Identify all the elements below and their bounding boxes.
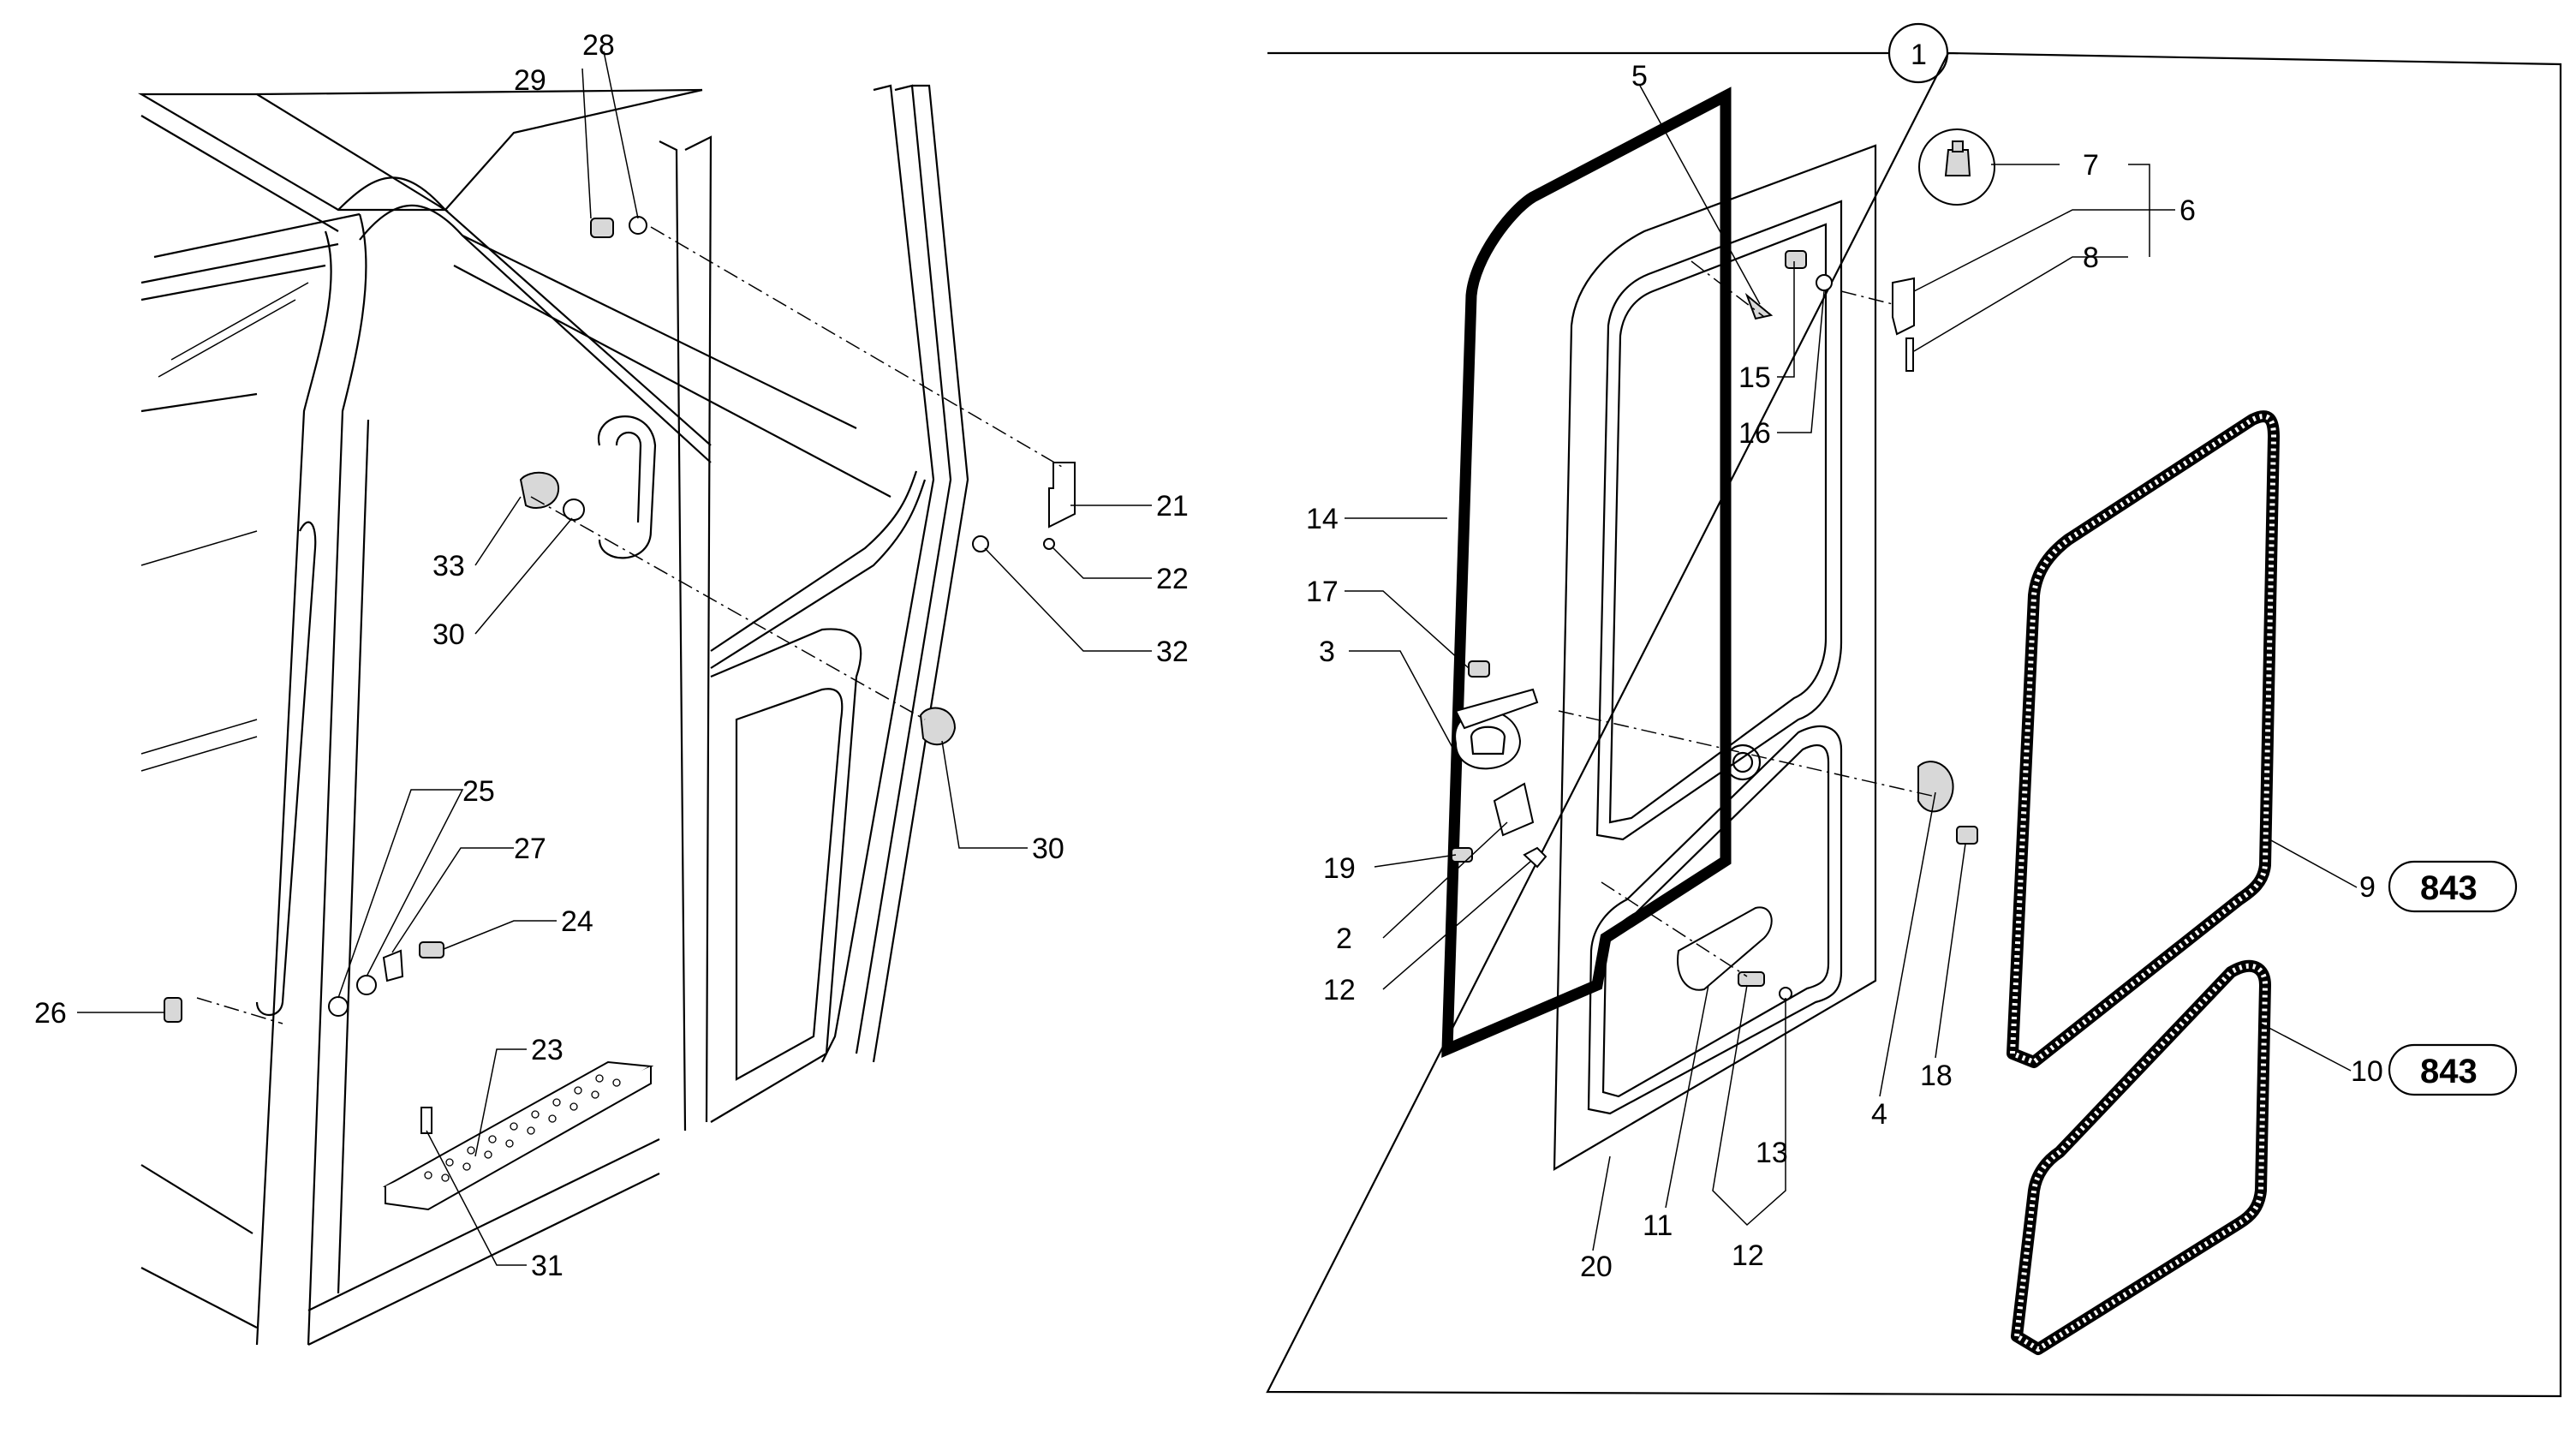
callout-26: 26: [34, 997, 67, 1030]
washer-16: [1816, 274, 1833, 291]
callout-2: 2: [1336, 923, 1352, 955]
screw-31: [420, 1107, 432, 1134]
badge-10-frame: [2388, 1043, 2518, 1096]
callout-3: 3: [1319, 636, 1335, 668]
callout-21: 21: [1156, 490, 1189, 522]
callout-7: 7: [2083, 149, 2099, 182]
washer-22: [1043, 538, 1055, 550]
cab-frame-drawing: [137, 84, 1076, 1346]
callout-30-a: 30: [432, 618, 465, 651]
pin-5: [1744, 292, 1774, 320]
callout-33: 33: [432, 550, 465, 582]
callout-16: 16: [1738, 417, 1771, 450]
callout-29: 29: [514, 64, 546, 97]
callout-5: 5: [1631, 60, 1648, 93]
reference-badges: 843 843: [2388, 860, 2518, 1096]
right-leaders: [1345, 85, 2358, 1251]
bumper-30: [919, 707, 957, 746]
screw-18: [1956, 826, 1978, 845]
right-small-parts: [1451, 128, 1995, 1000]
callout-10: 10: [2351, 1055, 2383, 1088]
callout-4: 4: [1871, 1098, 1887, 1131]
callout-22: 22: [1156, 563, 1189, 595]
right-callout-labels: 5 7 6 8 15 16 14 17 3 19 2 12 4 18 9 10 …: [1306, 60, 2383, 1283]
callout-32: 32: [1156, 636, 1189, 668]
handle-11: [1677, 906, 1773, 991]
left-leaders: [77, 51, 1152, 1266]
nut-12: [1523, 846, 1547, 869]
callout-12-a: 12: [1323, 974, 1356, 1006]
washer-25-b: [356, 975, 377, 995]
callout-30-b: 30: [1032, 833, 1064, 865]
screw-15: [1785, 250, 1807, 269]
callout-17: 17: [1306, 576, 1339, 608]
nut-13: [1779, 987, 1792, 1000]
bracket-21: [1048, 462, 1076, 528]
callout-12-b: 12: [1732, 1239, 1764, 1272]
latch-27: [382, 949, 404, 982]
lock-2: [1493, 782, 1535, 837]
badge-9-text: 843: [2420, 869, 2478, 907]
handle-3: [1454, 688, 1539, 730]
callout-14: 14: [1306, 503, 1339, 535]
callout-13: 13: [1756, 1137, 1788, 1169]
knob-4: [1917, 761, 1954, 813]
bolt-24: [419, 941, 444, 958]
washer-25-a: [328, 996, 349, 1017]
group-number: 1: [1911, 39, 1927, 71]
callout-9: 9: [2359, 871, 2376, 904]
washer-32: [972, 535, 989, 552]
bolt-12-b: [1738, 971, 1765, 987]
badge-10-text: 843: [2420, 1053, 2478, 1090]
callout-27: 27: [514, 833, 546, 865]
glass-14: [1441, 87, 1732, 1058]
nut-26: [164, 997, 182, 1023]
seal-10: [2011, 959, 2271, 1355]
callout-20: 20: [1580, 1251, 1613, 1283]
callout-6: 6: [2179, 194, 2196, 227]
bumper-33: [519, 471, 560, 509]
callout-11: 11: [1643, 1209, 1673, 1242]
bolt-29: [590, 218, 614, 238]
callout-25: 25: [462, 775, 495, 808]
left-callout-labels: 29 28 21 22 32 33 30 30 25 27 24 26 23 3…: [34, 29, 1189, 1282]
group-number-circle: [1887, 22, 1949, 84]
hinge-6: [1892, 277, 1915, 336]
door-20: [1553, 144, 1877, 1171]
seal-9: [2007, 410, 2280, 1068]
callout-8: 8: [2083, 242, 2099, 274]
callout-31: 31: [531, 1250, 564, 1282]
door-assembly-box: 1: [1266, 22, 2562, 1398]
screw-17: [1468, 660, 1490, 678]
callout-19: 19: [1323, 852, 1356, 885]
callout-28: 28: [582, 29, 615, 62]
badge-9-frame: [2388, 860, 2518, 913]
callout-15: 15: [1738, 361, 1771, 394]
washer-28: [629, 216, 647, 235]
pin-8: [1905, 337, 1914, 372]
callout-18: 18: [1920, 1060, 1953, 1092]
washer-30-a: [563, 499, 585, 521]
callout-23: 23: [531, 1034, 564, 1066]
callout-24: 24: [561, 905, 593, 938]
